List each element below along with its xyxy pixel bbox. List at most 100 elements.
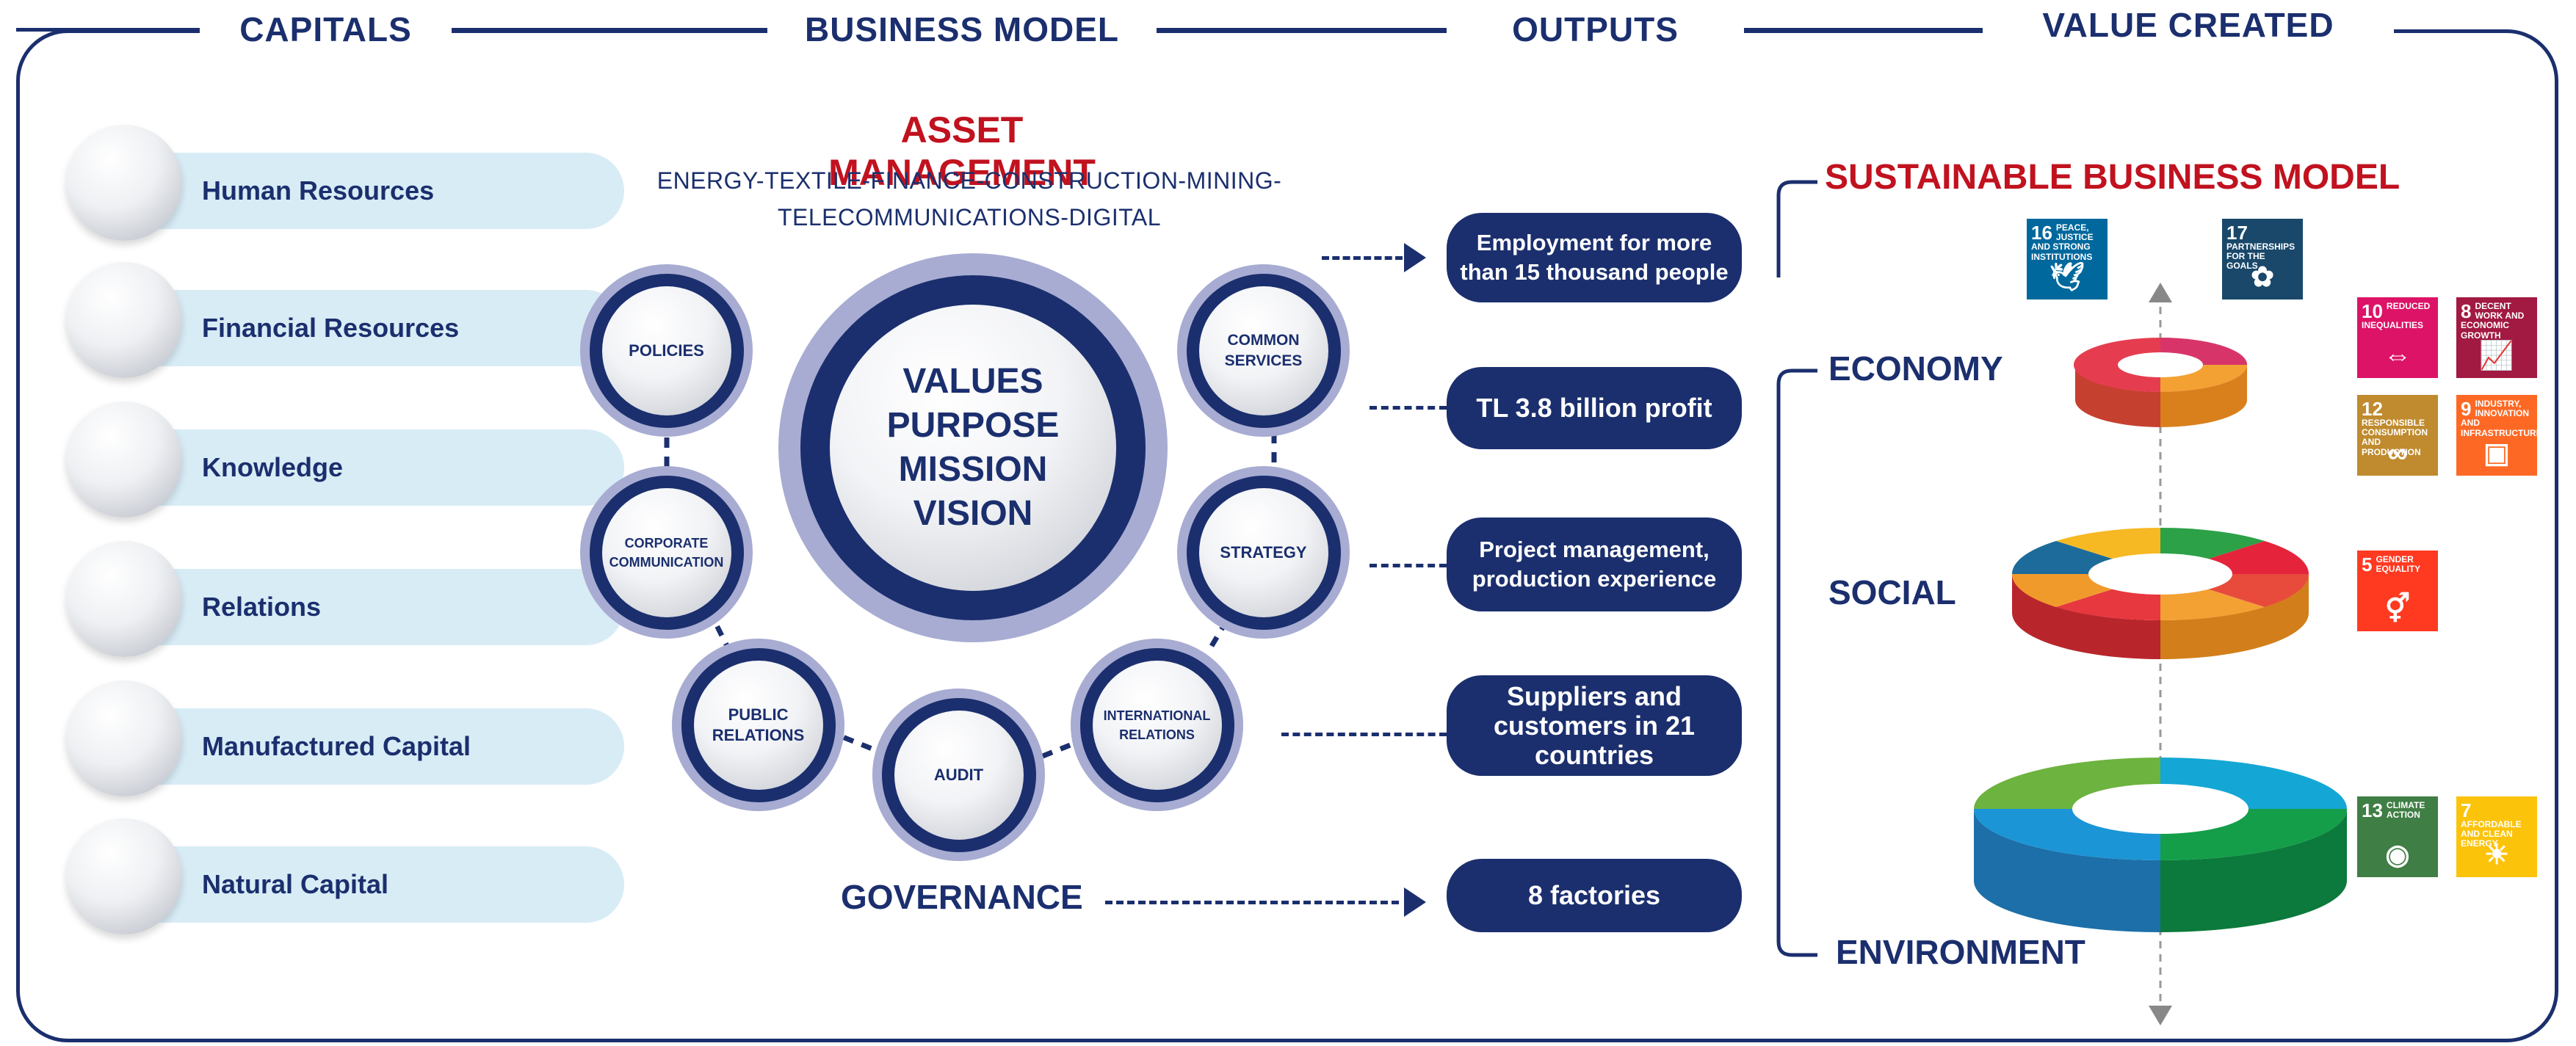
header-line xyxy=(1744,28,1983,32)
arrows-icon: ⇔ xyxy=(2384,341,2412,371)
node-ring: PUBLIC RELATIONS xyxy=(681,647,836,802)
capital-pill xyxy=(117,153,624,229)
sdg-label: CLIMATE ACTION xyxy=(2386,800,2425,821)
output-project-management: Project management, production experienc… xyxy=(1447,517,1742,611)
asset-management-title: ASSET MANAGEMENT xyxy=(828,109,1096,193)
header-line xyxy=(16,28,200,32)
sdg-label: INDUSTRY, INNOVATION AND INFRASTRUCTURE xyxy=(2461,399,2542,438)
header-outputs: OUTPUTS xyxy=(1447,0,1744,59)
capital-label: Relations xyxy=(202,592,322,622)
sphere-icon xyxy=(66,125,182,241)
node-label: POLICIES xyxy=(601,286,731,415)
header-capitals: CAPITALS xyxy=(200,0,452,59)
capital-pill xyxy=(117,708,624,785)
core-value-values: VALUES xyxy=(902,362,1043,401)
sustainable-business-model-title: SUSTAINABLE BUSINESS MODEL xyxy=(1825,158,2400,197)
core-value-mission: MISSION xyxy=(898,450,1048,489)
sphere-icon xyxy=(66,818,182,934)
arrow-head-icon xyxy=(1404,243,1426,272)
sdg-label: AFFORDABLE AND CLEAN ENERGY xyxy=(2461,819,2522,849)
capital-label: Natural Capital xyxy=(202,869,389,899)
node-common-services: COMMON SERVICES xyxy=(1177,264,1350,437)
sdg-label: GENDER EQUALITY xyxy=(2376,554,2421,575)
capital-item: Knowledge xyxy=(66,402,624,526)
output-factories: 8 factories xyxy=(1447,859,1742,932)
capital-pill xyxy=(117,569,624,645)
node-ring: CORPORATE COMMUNICATION xyxy=(589,475,744,630)
header-line xyxy=(452,28,767,32)
capital-label: Manufactured Capital xyxy=(202,731,471,761)
node-label: AUDIT xyxy=(894,710,1024,840)
header-business-model: BUSINESS MODEL xyxy=(767,0,1157,59)
sdg-number: 5 xyxy=(2362,553,2373,575)
node-ring: INTERNATIONAL RELATIONS xyxy=(1079,647,1234,802)
connector-dash xyxy=(1370,564,1447,567)
connector-dash xyxy=(1281,733,1447,736)
growth-icon: 📈 xyxy=(2479,341,2514,371)
sdg-number: 8 xyxy=(2461,300,2472,322)
capital-item: Financial Resources xyxy=(66,262,624,387)
gender-icon: ⚥ xyxy=(2384,594,2411,625)
output-employment: Employment for more than 15 thousand peo… xyxy=(1447,213,1742,302)
core-values-ring: VALUES PURPOSE MISSION VISION xyxy=(800,275,1146,620)
node-label: STRATEGY xyxy=(1198,487,1328,617)
node-public-relations: PUBLIC RELATIONS xyxy=(672,639,844,811)
capital-item: Relations xyxy=(66,541,624,666)
output-suppliers: Suppliers and customers in 21 countries xyxy=(1447,675,1742,776)
sdg-number: 7 xyxy=(2461,799,2472,821)
sdg-label: PEACE, JUSTICE AND STRONG INSTITUTIONS xyxy=(2031,222,2094,262)
node-label: COMMON SERVICES xyxy=(1198,286,1328,415)
core-values-circle: VALUES PURPOSE MISSION VISION xyxy=(778,253,1168,642)
sphere-icon xyxy=(66,262,182,378)
capital-pill xyxy=(117,846,624,923)
capital-label: Knowledge xyxy=(202,452,344,482)
capital-item: Natural Capital xyxy=(66,818,624,943)
dove-icon: 🕊 xyxy=(2049,262,2085,293)
sdg-number: 17 xyxy=(2226,222,2248,244)
sphere-icon xyxy=(66,541,182,657)
sdg-number: 10 xyxy=(2362,300,2383,322)
sphere-icon xyxy=(66,402,182,517)
node-ring: COMMON SERVICES xyxy=(1186,273,1341,428)
node-ring: AUDIT xyxy=(881,697,1036,852)
capital-item: Human Resources xyxy=(66,125,624,250)
arrow-dash xyxy=(1105,901,1399,904)
core-values-sphere: VALUES PURPOSE MISSION VISION xyxy=(830,305,1116,591)
sdg-label: DECENT WORK AND ECONOMIC GROWTH xyxy=(2461,301,2525,341)
capital-label: Human Resources xyxy=(202,175,435,206)
node-label: PUBLIC RELATIONS xyxy=(693,660,823,790)
sdg-label: REDUCED INEQUALITIES xyxy=(2362,301,2431,330)
sectors-line-1: ENERGY-TEXTILE-FINANCE-CONSTRUCTION-MINI… xyxy=(656,167,1282,194)
arrow-head-icon xyxy=(1404,887,1426,917)
connector-dash xyxy=(1370,406,1447,410)
environment-label: ENVIRONMENT xyxy=(1836,933,2085,971)
eye-globe-icon: ◉ xyxy=(2385,840,2410,871)
capital-pill xyxy=(117,290,624,366)
header-line xyxy=(1157,28,1447,32)
economy-label: ECONOMY xyxy=(1828,349,2003,388)
cubes-icon: ▣ xyxy=(2483,438,2510,469)
capital-item: Manufactured Capital xyxy=(66,680,624,805)
header-value-created: VALUE CREATED xyxy=(1983,0,2394,59)
sdg-number: 9 xyxy=(2461,398,2472,420)
sun-icon: ☀ xyxy=(2483,840,2510,871)
infinity-icon: ∞ xyxy=(2387,438,2408,469)
capital-label: Financial Resources xyxy=(202,313,460,343)
node-ring: STRATEGY xyxy=(1186,475,1341,630)
sdg-number: 16 xyxy=(2031,222,2052,244)
node-ring: POLICIES xyxy=(589,273,744,428)
arrow-dash xyxy=(1322,256,1403,260)
sphere-icon xyxy=(66,680,182,796)
flower-icon: ✿ xyxy=(2251,262,2274,293)
governance-label: GOVERNANCE xyxy=(841,878,1083,916)
capital-pill xyxy=(117,429,624,506)
sdg-number: 12 xyxy=(2362,398,2383,420)
social-label: SOCIAL xyxy=(1828,573,1956,611)
